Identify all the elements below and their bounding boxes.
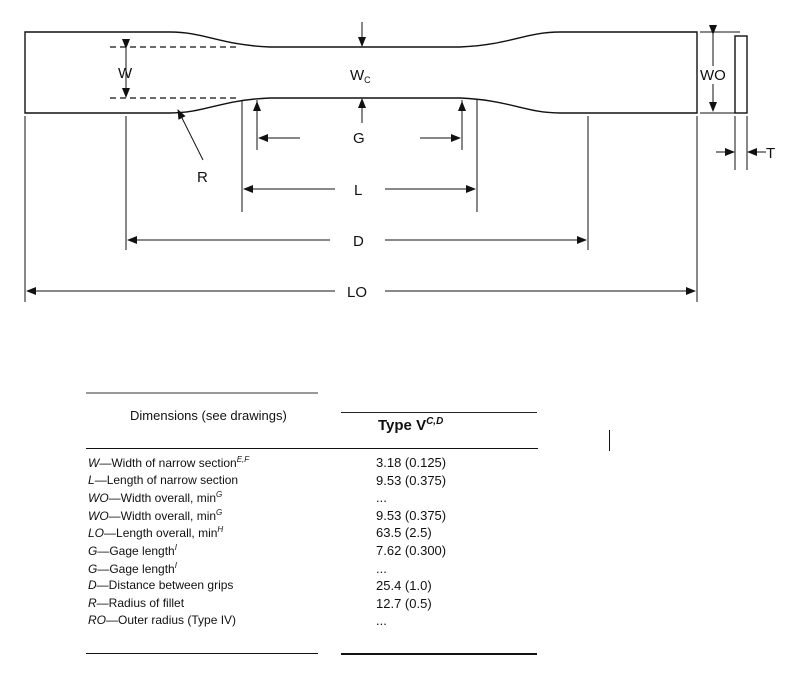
- specimen-outline: [24, 31, 698, 114]
- dimension-value: ...: [376, 560, 387, 576]
- footnote-marker: G: [216, 490, 223, 500]
- table-row: LO—Length overall, minH 63.5 (2.5): [86, 525, 538, 543]
- footnote-marker: G: [216, 507, 223, 517]
- dimension-value: 9.53 (0.375): [376, 507, 447, 523]
- wo-label-bg: [698, 66, 730, 84]
- header-dimensions: Dimensions (see drawings): [130, 408, 287, 423]
- dimension-name: W—Width of narrow sectionE,F: [88, 455, 249, 470]
- g-label: G: [353, 130, 365, 147]
- dimension-name: G—Gage lengthI: [88, 543, 177, 558]
- dimension-value: 3.18 (0.125): [376, 455, 447, 470]
- dimension-description: —Length overall, min: [104, 526, 218, 541]
- r-leader: [177, 109, 204, 161]
- footnote-marker: I: [174, 543, 177, 552]
- wc-label: WC: [350, 67, 371, 85]
- table-row: RO—Outer radius (Type IV)...: [86, 613, 538, 631]
- footnote-marker: H: [217, 525, 224, 535]
- footnote-marker: I: [174, 560, 177, 570]
- table-row: L—Length of narrow section 9.53 (0.375): [86, 473, 538, 491]
- dimension-name: LO—Length overall, minH: [88, 525, 223, 540]
- dimension-name: WO—Width overall, minG: [88, 490, 222, 505]
- dimension-name: D—Distance between grips: [88, 578, 233, 592]
- dimension-value: 7.62 (0.300): [376, 543, 447, 558]
- dimension-description: —Gage length: [97, 544, 175, 558]
- dimension-code: G: [88, 561, 98, 576]
- dimension-description: —Gage length: [97, 561, 175, 576]
- table-row: WO—Width overall, minG 9.53 (0.375): [86, 508, 538, 526]
- dimension-description: —Length of narrow section: [94, 472, 239, 487]
- lo-label: LO: [347, 284, 367, 301]
- table-top-rule-right: [341, 412, 537, 413]
- dimension-value: 25.4 (1.0): [376, 578, 432, 594]
- header-type: Type VC,D: [378, 416, 444, 434]
- dimension-name: WO—Width overall, minG: [88, 508, 222, 523]
- table-row: W—Width of narrow sectionE,F 3.18 (0.125): [86, 455, 538, 473]
- table-row: WO—Width overall, minG...: [86, 490, 538, 508]
- w-label: W: [118, 65, 133, 82]
- dimension-code: RO: [88, 613, 106, 628]
- dimension-value: 12.7 (0.5): [376, 595, 432, 611]
- thickness-side-view: [734, 35, 748, 114]
- dimension-name: R—Radius of fillet: [88, 596, 184, 610]
- dimension-code: G: [88, 544, 98, 558]
- r-label: R: [197, 169, 208, 186]
- table-row: G—Gage lengthI...: [86, 561, 538, 579]
- l-label: L: [354, 182, 362, 199]
- dimensions-table: Dimensions (see drawings) Type VC,D W—Wi…: [86, 388, 538, 655]
- dimension-value: ...: [376, 613, 387, 629]
- dimension-description: —Outer radius (Type IV): [106, 613, 237, 628]
- t-label: T: [766, 145, 775, 162]
- dimension-description: —Distance between grips: [96, 578, 234, 593]
- footnote-marker: E,F: [236, 455, 250, 464]
- table-row: D—Distance between grips 25.4 (1.0): [86, 578, 538, 596]
- table-header-rule: [86, 448, 538, 449]
- specimen-drawing: W WC WO T G R L D LO: [24, 22, 775, 302]
- dimension-code: L: [88, 472, 95, 487]
- dimension-code: WO: [88, 508, 109, 523]
- text-cursor-mark: [609, 430, 610, 451]
- dimension-value: 9.53 (0.375): [376, 472, 447, 488]
- table-bottom-rule-right: [341, 653, 537, 655]
- dimension-description: —Width overall, min: [108, 508, 217, 523]
- dimension-value: 63.5 (2.5): [376, 525, 432, 541]
- dimension-name: RO—Outer radius (Type IV): [88, 613, 236, 627]
- table-header: Dimensions (see drawings) Type VC,D: [86, 388, 538, 444]
- dimension-description: —Width of narrow section: [99, 456, 237, 470]
- dimension-name: G—Gage lengthI: [88, 561, 177, 576]
- dimension-description: —Radius of fillet: [96, 595, 185, 610]
- table-bottom-rule-left: [86, 653, 318, 654]
- dimension-code: WO: [88, 491, 109, 506]
- table-row: G—Gage lengthI 7.62 (0.300): [86, 543, 538, 561]
- dimension-code: R: [88, 595, 97, 610]
- dimension-description: —Width overall, min: [108, 491, 217, 506]
- dimension-code: W: [88, 456, 100, 470]
- table-top-rule-left: [86, 392, 318, 394]
- wo-label: WO: [700, 67, 726, 84]
- dimension-code: D: [88, 578, 97, 593]
- dimension-name: L—Length of narrow section: [88, 473, 238, 487]
- table-row: R—Radius of fillet 12.7 (0.5): [86, 596, 538, 614]
- dimension-value: ...: [376, 490, 387, 506]
- d-label: D: [353, 233, 364, 250]
- dimension-code: LO: [88, 526, 105, 541]
